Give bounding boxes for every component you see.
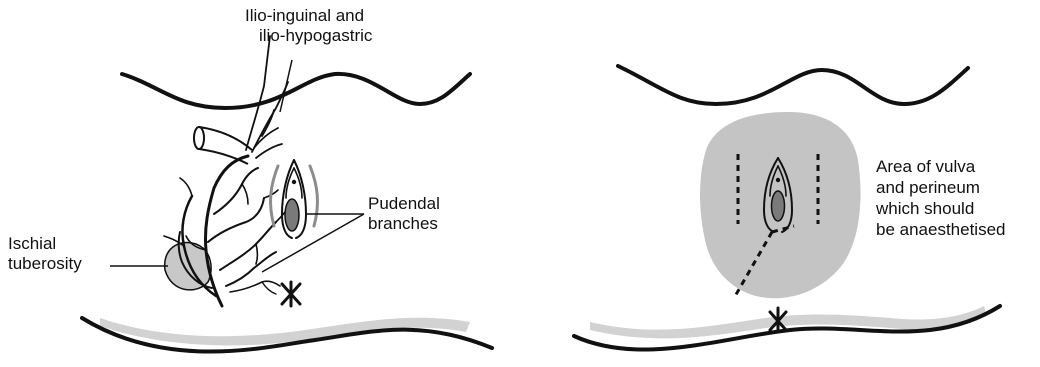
nerve-label-leader-line (280, 60, 292, 112)
ischial-label-line1: Ischial (8, 234, 82, 254)
pudendal-label-line1: Pudendal (368, 194, 440, 214)
area-label-line3: which should (876, 198, 1006, 219)
right-abdomen-contour (618, 66, 968, 104)
right-vaginal-opening (772, 191, 785, 221)
right-buttock-band (590, 306, 986, 338)
left-anus-icon (282, 282, 300, 306)
area-label-line2: and perineum (876, 177, 1006, 198)
left-abdomen-contour (122, 74, 470, 108)
ilio-nerve-label-line1: Ilio-inguinal and (245, 6, 372, 26)
pudendal-leader-lower (262, 214, 364, 272)
right-urethra-dot (776, 178, 780, 182)
ischial-tuberosity-label: Ischial tuberosity (8, 234, 82, 274)
ilio-nerves (246, 36, 288, 158)
pudendal-label: Pudendal branches (368, 194, 440, 234)
pudendal-label-line2: branches (368, 214, 440, 234)
ischial-label-line2: tuberosity (8, 254, 82, 274)
ilio-nerve-label-line2: ilio-hypogastric (245, 26, 372, 46)
area-label-line4: be anaesthetised (876, 219, 1006, 240)
left-vaginal-opening (285, 199, 299, 231)
ilio-nerve-label: Ilio-inguinal and ilio-hypogastric (245, 6, 372, 46)
left-urethra-dot (292, 180, 296, 184)
area-label-line1: Area of vulva (876, 156, 1006, 177)
anaesthetised-area-label: Area of vulva and perineum which should … (876, 156, 1006, 240)
